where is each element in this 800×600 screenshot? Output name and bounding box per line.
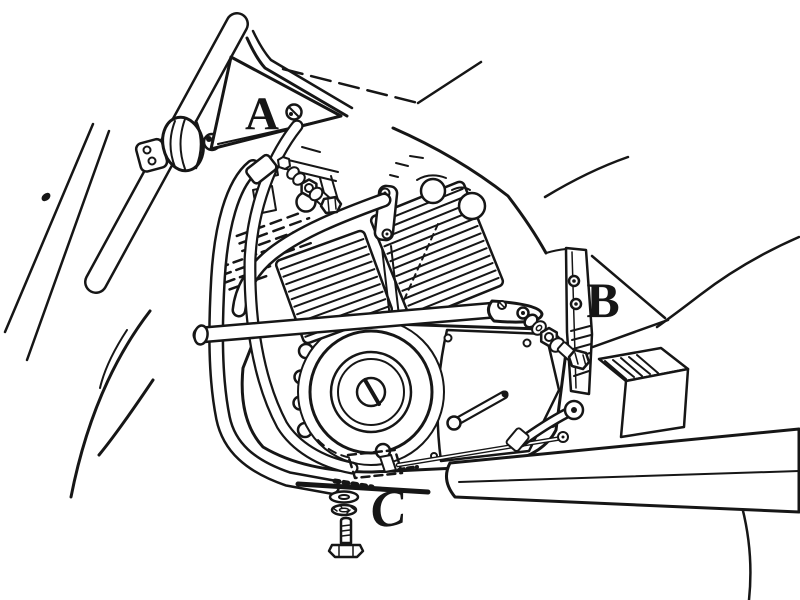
mount-b-label: B <box>586 272 619 328</box>
rear-cylinder-head <box>389 155 487 221</box>
small-bolt <box>277 156 291 170</box>
guard-bottom-plate <box>295 448 431 495</box>
front-fork-leg <box>3 122 111 362</box>
brake-arm <box>505 399 585 452</box>
mount-b-hardware <box>523 313 591 371</box>
exhaust-muffler <box>444 427 800 514</box>
hex-bolt <box>327 516 365 559</box>
flat-washer <box>328 490 360 504</box>
mount-c-hardware <box>327 490 365 559</box>
front-fender <box>69 309 155 499</box>
spring-washer <box>330 503 358 517</box>
washer <box>308 186 324 202</box>
engine <box>218 146 585 474</box>
guard-top-lug <box>245 153 278 185</box>
mount-c-label: C <box>367 479 411 540</box>
engine-guard <box>192 153 544 495</box>
hex-bolt <box>556 341 591 371</box>
panel-screw <box>285 103 303 121</box>
clutch-cover <box>297 318 445 466</box>
turn-signal <box>134 115 222 173</box>
engine-top-contour <box>391 126 567 255</box>
shift-link <box>446 390 509 431</box>
mount-a-hardware <box>277 156 343 215</box>
footpeg <box>597 346 690 439</box>
fuel-tank-lines <box>245 29 483 118</box>
rear-frame-lines <box>588 235 800 600</box>
side-cover-panel <box>209 55 343 151</box>
seat-line <box>543 155 630 199</box>
mount-a-label: A <box>245 88 279 140</box>
